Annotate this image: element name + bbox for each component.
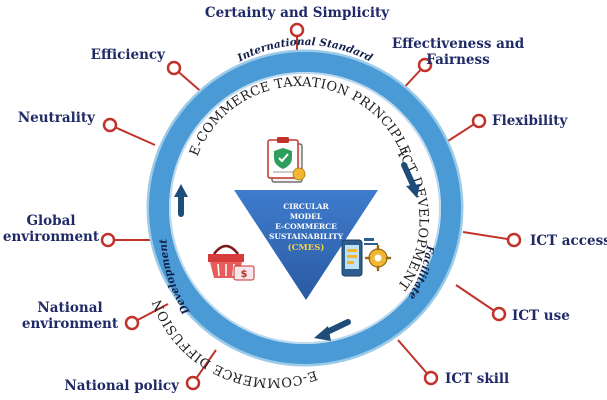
- shopping-basket-icon: $: [208, 244, 255, 281]
- svg-text:$: $: [241, 269, 248, 280]
- label-national-env-line-1: National: [37, 300, 102, 316]
- connector-ict-access: [462, 231, 515, 241]
- label-flexibility: Flexibility: [492, 113, 569, 129]
- blue-band: [149, 52, 461, 364]
- node-certainty-icon: [289, 22, 305, 38]
- tax-document-icon: [267, 137, 306, 183]
- center-line-3: E-COMMERCE: [275, 222, 337, 231]
- center-acronym: (CMES): [288, 242, 325, 253]
- label-national-policy: National policy: [64, 378, 180, 394]
- node-national-env-icon: [124, 315, 140, 331]
- label-ict-use: ICT use: [512, 308, 570, 324]
- label-ict-skill: ICT skill: [445, 371, 509, 387]
- connector-ict-skill: [397, 339, 432, 379]
- label-efficiency: Efficiency: [91, 47, 166, 63]
- label-global-line-2: environment: [3, 229, 100, 245]
- label-effectiveness-line-2: Fairness: [426, 52, 490, 68]
- node-global-icon: [100, 232, 116, 248]
- label-global-line-1: Global: [27, 213, 76, 229]
- label-effectiveness-line-1: Effectiveness and: [392, 36, 525, 52]
- node-ict-use-icon: [491, 306, 507, 322]
- node-effectiveness-icon: [417, 57, 433, 73]
- connector-neutrality: [109, 124, 156, 146]
- mobile-gear-icon: [341, 238, 392, 277]
- node-neutrality-icon: [102, 117, 118, 133]
- label-national-env-line-2: environment: [22, 316, 119, 332]
- center-line-2: MODEL: [290, 212, 323, 221]
- arrow-right-down-icon: [401, 162, 420, 198]
- node-national-policy-icon: [185, 375, 201, 391]
- node-efficiency-icon: [166, 60, 182, 76]
- node-ict-skill-icon: [423, 370, 439, 386]
- node-flexibility-icon: [471, 113, 487, 129]
- connector-ict-use: [455, 284, 500, 315]
- label-ict-access: ICT access: [530, 233, 607, 249]
- node-ict-access-icon: [506, 232, 522, 248]
- arrow-bottom-left-icon: [314, 319, 351, 341]
- center-line-1: CIRCULAR: [283, 202, 329, 211]
- label-certainty: Certainty and Simplicity: [205, 5, 390, 21]
- center-triangle: [234, 190, 378, 300]
- connector-nodes: [100, 22, 522, 391]
- arrow-left-up-icon: [174, 184, 188, 217]
- center-line-4: SUSTAINABILITY: [269, 232, 344, 241]
- label-neutrality: Neutrality: [18, 110, 96, 126]
